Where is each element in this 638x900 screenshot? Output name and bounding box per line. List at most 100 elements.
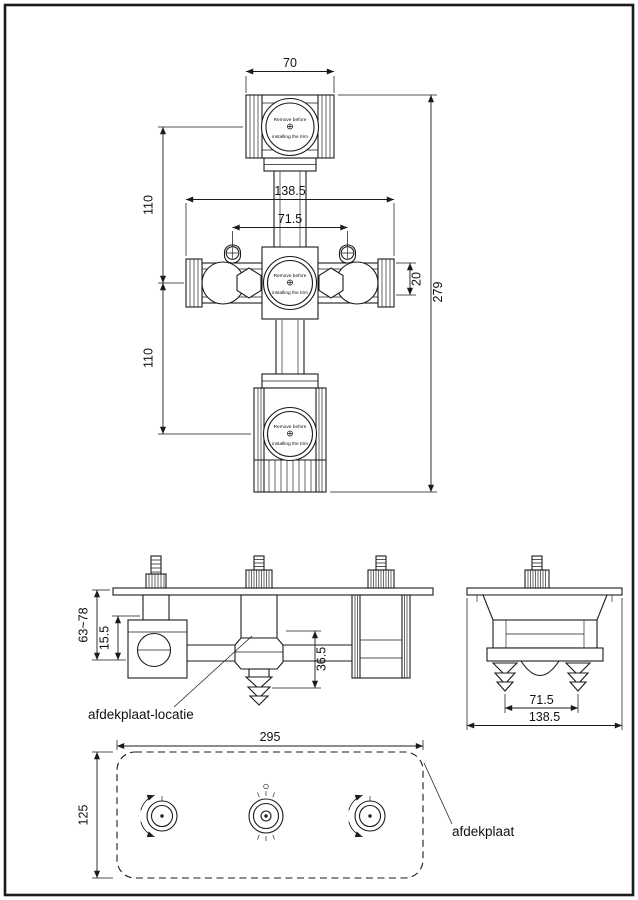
hex-nut-right <box>318 267 344 299</box>
left-elbow-body <box>127 619 188 679</box>
extension-lines <box>158 76 437 493</box>
cap-label-line2: installing the trim <box>272 441 308 447</box>
cap-cross-lines <box>287 123 293 130</box>
body-mid-lines <box>505 620 585 648</box>
left-knob <box>140 794 178 838</box>
knob-scale-ticks <box>257 791 275 841</box>
center-cap-inner-circle <box>266 259 314 307</box>
lower-pipe <box>275 320 305 380</box>
dim-label-71-5: 71.5 <box>529 693 553 707</box>
cover-plate-dimensions: 295 125 afdekplaat <box>77 730 515 879</box>
cover-plate-leader <box>423 762 453 825</box>
hose-barb-segment <box>568 681 588 692</box>
hex-nut-left <box>236 267 262 299</box>
body-base-band <box>486 647 604 662</box>
center-knob <box>248 783 284 841</box>
stem-spline-hatch <box>527 570 546 588</box>
cover-plate-location-leader <box>173 635 253 708</box>
hose-barb-segment <box>493 672 517 685</box>
dim-label-125: 125 <box>77 805 91 826</box>
dim-label-70: 70 <box>283 56 297 70</box>
cap-label-bottom: Remove before installing the trim <box>272 424 308 447</box>
lower-pipe-inner-lines <box>281 320 299 380</box>
upper-pipe-inner-lines <box>279 158 301 250</box>
cover-plate-label: afdekplaat <box>452 824 515 839</box>
side-view-dimensions: 63~78 15.5 36.5 afdekplaat-locatie <box>77 589 329 722</box>
extension-lines <box>92 589 321 689</box>
cover-plate-location-label: afdekplaat-locatie <box>88 707 194 722</box>
hose-barb-segment <box>491 662 519 676</box>
left-stem-threads <box>151 559 161 573</box>
hose-barb-segment <box>495 681 515 692</box>
screw-cross-right <box>342 247 353 259</box>
upper-pipe <box>273 158 307 250</box>
rotation-arrow-icon <box>140 821 155 838</box>
right-valve-body <box>351 594 411 679</box>
knob-inner-circle <box>358 804 382 828</box>
cap-label-line1: Remove before <box>274 273 307 279</box>
dim-label-110-upper: 110 <box>142 195 156 215</box>
right-stem-spline-hatch <box>370 570 392 588</box>
front-view: Remove before installing the trim Rem <box>185 94 395 493</box>
front-view-dimensions: 70 138.5 71.5 110 110 20 279 <box>142 56 445 493</box>
side-view <box>112 555 434 706</box>
stem-threads <box>532 559 542 567</box>
left-stem-spline-hatch <box>148 574 165 588</box>
dim-label-110-lower: 110 <box>142 348 156 368</box>
center-stem-spline-hatch <box>248 570 270 588</box>
dim-label-279: 279 <box>431 282 445 303</box>
extension-lines <box>92 740 424 879</box>
body-top-taper <box>482 594 608 621</box>
hose-barb-segment <box>246 686 272 699</box>
dim-label-138-5: 138.5 <box>529 710 560 724</box>
center-valve-hex-body <box>234 637 284 670</box>
right-knob <box>348 794 386 838</box>
dim-label-138-5: 138.5 <box>274 184 305 198</box>
knob-center-dot <box>160 814 164 818</box>
bottom-valve-side-knurling <box>257 388 323 492</box>
cap-label-top: Remove before installing the trim <box>272 117 308 140</box>
dim-label-71-5: 71.5 <box>278 212 302 226</box>
drawing-frame <box>3 3 635 897</box>
hose-barb-segment <box>564 662 592 676</box>
cap-label-center: Remove before installing the trim <box>272 273 308 296</box>
hose-barb-segment <box>244 676 274 690</box>
left-valve-stem <box>150 555 162 575</box>
dim-label-295: 295 <box>260 730 281 744</box>
right-valve-knurling <box>354 595 408 678</box>
dim-label-36-5: 36.5 <box>315 647 329 671</box>
cap-cross-lines <box>287 279 293 286</box>
cap-cross-lines <box>287 430 293 437</box>
body-bottom-arc <box>520 660 560 677</box>
cover-plate-view <box>116 751 424 879</box>
left-elbow-port-circle <box>136 632 172 668</box>
center-valve-outlet-neck <box>248 668 270 678</box>
left-end-cap-knurling <box>189 259 199 307</box>
cover-plate-outline <box>116 751 424 879</box>
knob-hub-circle <box>260 810 272 822</box>
knob-inner-circle <box>150 804 174 828</box>
knob-inner-circle <box>252 802 280 830</box>
end-view-dimensions: 71.5 138.5 <box>466 598 623 730</box>
dim-label-20: 20 <box>410 272 424 286</box>
right-end-cap-knurling <box>381 259 391 307</box>
center-valve-upper-body <box>240 594 278 639</box>
bottom-valve-base-knurling <box>268 460 312 492</box>
cross-pipes <box>187 644 352 662</box>
end-view <box>466 555 623 692</box>
cap-label-line2: installing the trim <box>272 290 308 296</box>
rotation-arrow-icon <box>140 794 155 811</box>
mounting-plate-edge <box>112 587 434 596</box>
knob-center-dot <box>264 814 268 818</box>
mounting-plate-edge <box>466 587 623 596</box>
rotation-arrow-icon <box>348 794 363 811</box>
top-valve-knurling <box>249 95 331 158</box>
hose-barb-segment <box>566 672 590 685</box>
cap-label-line1: Remove before <box>274 424 307 430</box>
dim-label-63-78: 63~78 <box>77 607 91 642</box>
cap-label-line1: Remove before <box>274 117 307 123</box>
top-valve-cap-inner-circle <box>265 102 315 152</box>
dim-label-15-5: 15.5 <box>98 626 112 650</box>
